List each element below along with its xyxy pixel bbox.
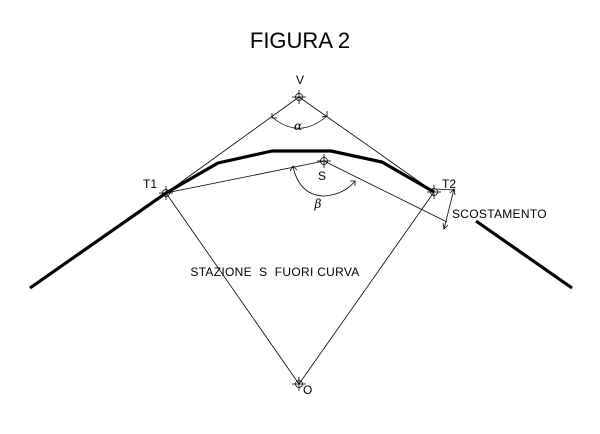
road-curve — [165, 149, 435, 195]
line-t1-v — [165, 96, 300, 194]
scostamento-arrow-top — [449, 188, 456, 196]
label-scostamento: SCOSTAMENTO — [452, 207, 547, 221]
label-v: V — [296, 73, 304, 87]
line-s-t2ext — [323, 160, 448, 223]
scostamento-dimension — [442, 188, 456, 230]
scostamento-arrow-bottom — [442, 222, 449, 230]
line-v-t2 — [298, 96, 435, 193]
alpha-arc — [271, 115, 328, 129]
road-alignment — [29, 149, 573, 290]
road-right-tangent — [475, 219, 573, 290]
figure-title: FIGURA 2 — [250, 28, 350, 53]
beta-arrow-left — [289, 165, 298, 172]
alpha-arrow-left — [271, 113, 277, 119]
marker-s — [317, 154, 331, 168]
marker-t2 — [427, 185, 441, 199]
beta-arrow-right — [350, 180, 356, 186]
line-o-t2 — [298, 191, 435, 385]
label-t1: T1 — [143, 177, 157, 191]
beta-arc — [292, 166, 356, 197]
label-alpha: α — [294, 119, 302, 133]
marker-t1 — [159, 186, 173, 200]
marker-v — [292, 90, 306, 104]
label-stazione-fuori-curva: STAZIONE S FUORI CURVA — [190, 265, 359, 279]
alpha-arrow-right — [321, 111, 328, 118]
construction-lines — [165, 96, 456, 385]
label-s: S — [318, 169, 326, 183]
line-t1-o — [165, 192, 300, 385]
angle-arcs — [271, 111, 356, 197]
road-left-tangent — [29, 191, 167, 290]
scostamento-tick-line — [443, 188, 455, 230]
label-t2: T2 — [442, 177, 456, 191]
offset-marker-line — [435, 188, 456, 191]
line-t1-s — [165, 160, 325, 194]
marker-o — [292, 377, 306, 391]
label-beta: β — [314, 197, 322, 211]
label-o: O — [303, 383, 312, 397]
